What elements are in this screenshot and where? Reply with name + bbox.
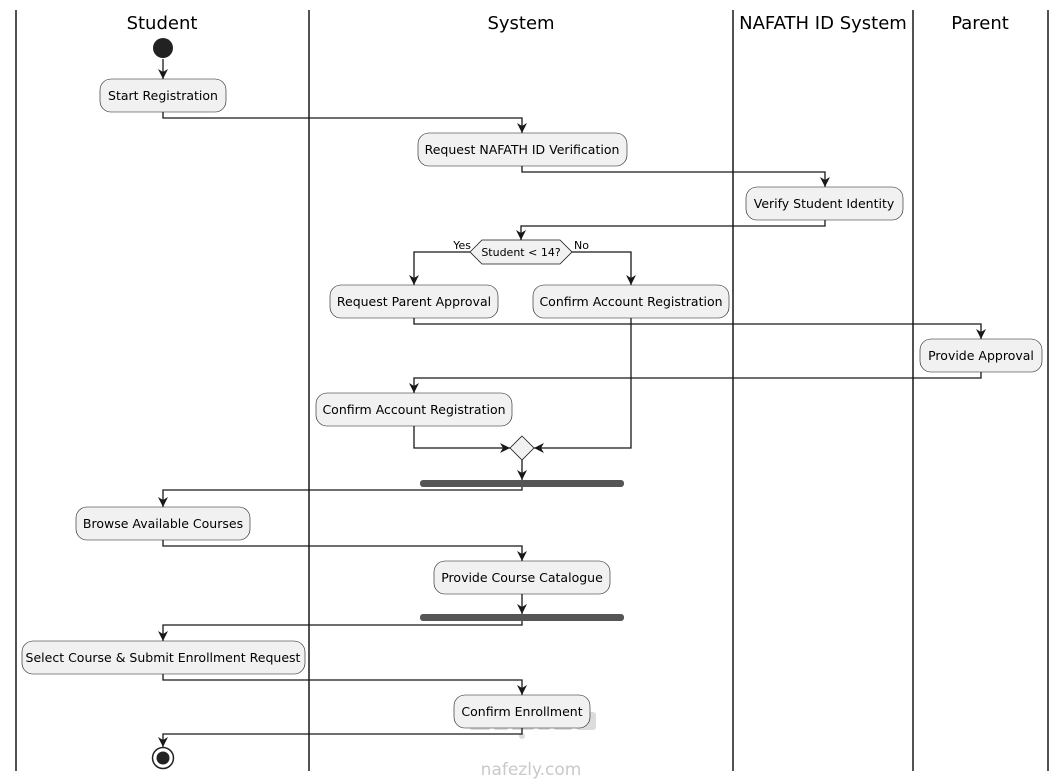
edge-registration-to-nafath-request bbox=[162, 112, 527, 133]
edge-decision-yes bbox=[409, 251, 470, 285]
activity-browse-courses-box bbox=[75, 506, 251, 541]
edge-nafath-request-to-verify bbox=[521, 166, 830, 187]
edge-parent-request-to-approval bbox=[413, 318, 986, 339]
activity-request-nafath: Request NAFATH ID Verification bbox=[425, 142, 620, 157]
decision-no-label: No bbox=[574, 239, 589, 252]
decision-condition: Student < 14? bbox=[481, 246, 561, 259]
edge-confirm-no-to-merge bbox=[534, 318, 632, 453]
edge-decision-no bbox=[572, 251, 636, 285]
activity-confirm-account-yes-box bbox=[315, 392, 513, 427]
start-node bbox=[153, 38, 173, 58]
flow-connectors bbox=[158, 59, 986, 747]
activity-request-nafath-box bbox=[417, 132, 628, 167]
activity-request-parent: Request Parent Approval bbox=[337, 294, 491, 309]
activity-confirm-enrollment: Confirm Enrollment bbox=[461, 704, 582, 719]
activity-select-course-box bbox=[21, 640, 306, 675]
lane-header-parent: Parent bbox=[951, 13, 1009, 34]
activity-labels: Start Registration Request NAFATH ID Ver… bbox=[26, 88, 1034, 719]
lane-header-system: System bbox=[487, 13, 554, 34]
activity-provide-catalogue: Provide Course Catalogue bbox=[441, 570, 603, 585]
edge-approval-to-confirm bbox=[409, 372, 982, 393]
activity-verify-identity: Verify Student Identity bbox=[754, 196, 895, 211]
activity-confirm-account-no-box bbox=[532, 284, 730, 319]
edge-confirm-yes-to-merge bbox=[413, 426, 510, 453]
activity-confirm-account-no: Confirm Account Registration bbox=[539, 294, 722, 309]
activity-start-registration: Start Registration bbox=[108, 88, 218, 103]
edge-select-to-enrollment bbox=[162, 674, 527, 695]
decision-yes-label: Yes bbox=[452, 239, 471, 252]
activity-confirm-enrollment-box bbox=[453, 694, 591, 729]
merge-node bbox=[509, 435, 535, 461]
swimlane-dividers bbox=[15, 10, 1049, 771]
edge-verify-to-decision bbox=[516, 220, 826, 240]
end-node bbox=[151, 746, 175, 770]
activity-provide-catalogue-box bbox=[433, 560, 611, 595]
activity-select-course: Select Course & Submit Enrollment Reques… bbox=[26, 650, 301, 665]
activity-provide-approval: Provide Approval bbox=[928, 348, 1034, 363]
edge-enrollment-to-end bbox=[158, 728, 523, 747]
edge-browse-to-catalogue bbox=[162, 540, 527, 561]
activity-confirm-account-yes: Confirm Account Registration bbox=[322, 402, 505, 417]
activity-verify-identity-box bbox=[745, 186, 904, 221]
edge-fork-to-browse bbox=[158, 487, 523, 507]
activity-provide-approval-box bbox=[919, 338, 1043, 373]
activity-browse-courses: Browse Available Courses bbox=[83, 516, 243, 531]
activity-request-parent-box bbox=[329, 284, 499, 319]
decision-node bbox=[469, 239, 573, 265]
fork-bar-1 bbox=[420, 480, 624, 487]
watermark-domain: nafezly.com bbox=[481, 760, 582, 780]
edge-fork-to-select bbox=[158, 621, 523, 641]
lane-header-student: Student bbox=[127, 13, 198, 34]
lane-header-nafath: NAFATH ID System bbox=[739, 13, 907, 34]
activities bbox=[21, 78, 1043, 729]
activity-start-registration-box bbox=[99, 78, 227, 113]
fork-bar-2 bbox=[420, 614, 624, 621]
